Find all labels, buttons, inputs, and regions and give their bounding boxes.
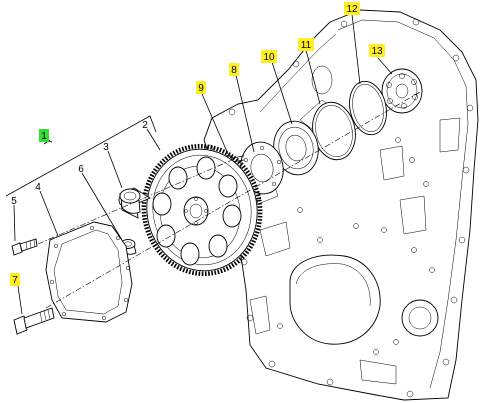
part-4-gasket — [45, 221, 133, 323]
callout-3: 3 — [103, 142, 109, 153]
callout-4: 4 — [35, 182, 41, 193]
leader-lines — [13, 13, 393, 315]
callout-8-highlight — [229, 63, 239, 76]
callout-6: 6 — [78, 164, 84, 175]
callout-12: 12 — [346, 4, 358, 15]
part-13-bearing — [381, 68, 423, 114]
callout-7-highlight — [10, 273, 20, 286]
callout-11-highlight — [298, 38, 314, 51]
callout-10-highlight — [261, 50, 277, 63]
callout-8: 8 — [231, 65, 237, 76]
callout-11: 11 — [301, 40, 312, 51]
callout-13: 13 — [371, 46, 383, 57]
part-11-seal-ring — [312, 101, 356, 161]
assembly-bracket — [5, 115, 157, 197]
part-5-bolt — [11, 238, 38, 256]
part-3-bushing — [118, 187, 151, 219]
part-2-idler-gear — [141, 143, 263, 277]
callout-7: 7 — [12, 275, 18, 286]
callout-9-highlight — [196, 81, 206, 94]
assembly-centerline — [37, 91, 421, 309]
callout-13-highlight — [369, 44, 385, 57]
callout-12-highlight — [344, 2, 360, 15]
callout-1: 1 — [41, 131, 47, 142]
callout-2: 2 — [142, 120, 148, 131]
callout-9: 9 — [198, 83, 204, 94]
part-12-o-ring — [349, 80, 387, 136]
callout-1-highlight — [39, 129, 49, 142]
callout-labels: 1 2 3 4 5 6 7 8 9 10 11 12 13 — [10, 2, 385, 286]
part-7-bolt — [13, 307, 55, 335]
callout-5: 5 — [11, 196, 17, 207]
callout-10: 10 — [263, 52, 275, 63]
